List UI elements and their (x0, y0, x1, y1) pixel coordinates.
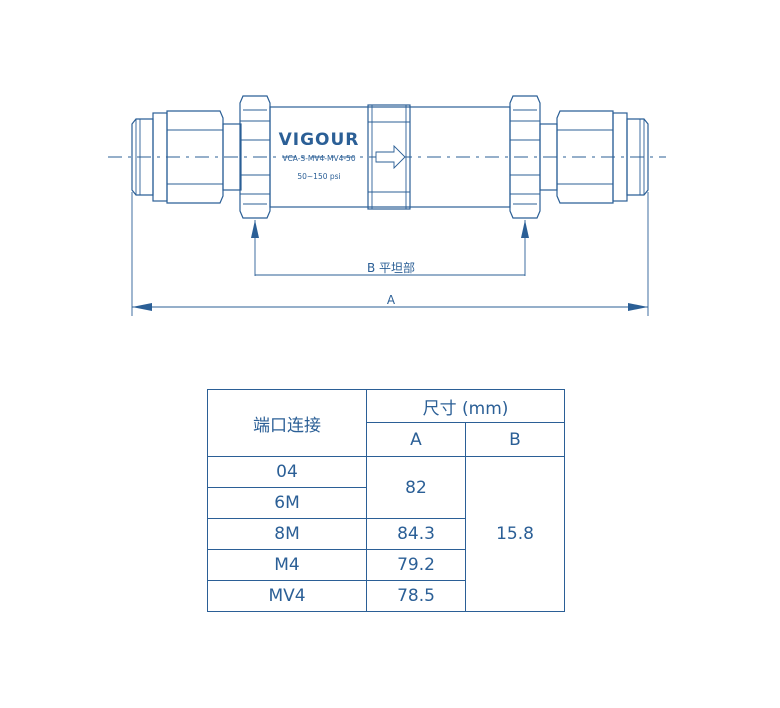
right-hex (509, 95, 541, 219)
port-header: 端口连接 (207, 389, 367, 457)
port-cell: 6M (207, 487, 367, 519)
pressure-label: 50~150 psi (297, 172, 340, 181)
table-row: 6M (207, 487, 565, 519)
dimension-table: 端口连接 尺寸 (mm) A B 04 82 15.8 6M 8M 84.3 M… (207, 389, 565, 612)
size-header: 尺寸 (mm) (366, 389, 565, 423)
b-value-cell: 15.8 (465, 456, 565, 612)
dimension-a-label: A (387, 293, 396, 307)
arrowhead-icon (521, 220, 529, 238)
col-a-header: A (366, 422, 466, 457)
dimension-b-label: B 平坦部 (367, 260, 415, 275)
valve-drawing: VIGOUR VCA-S-MV4-MV4-50 50~150 psi B 平坦部… (108, 95, 666, 316)
valve-body (269, 104, 511, 210)
a-value-cell: 79.2 (366, 549, 466, 581)
a-value-cell: 78.5 (366, 580, 466, 612)
port-cell: M4 (207, 549, 367, 581)
table-row: 04 82 15.8 (207, 456, 565, 612)
port-cell: 04 (207, 456, 367, 488)
port-cell: MV4 (207, 580, 367, 612)
a-value-cell: 84.3 (366, 518, 466, 550)
table-row: 8M 84.3 (207, 518, 565, 550)
col-b-header: B (465, 422, 565, 457)
left-end-fitting (131, 110, 242, 204)
table-row: M4 79.2 (207, 549, 565, 581)
right-end-fitting (539, 110, 649, 204)
dimension-b (251, 220, 529, 276)
brand-label: VIGOUR (279, 130, 360, 150)
arrowhead-icon (628, 303, 648, 311)
a-value-cell: 82 (366, 456, 466, 519)
flow-arrow-icon (375, 144, 406, 170)
model-label: VCA-S-MV4-MV4-50 (282, 154, 355, 163)
left-hex (239, 95, 271, 219)
arrowhead-icon (132, 303, 152, 311)
dimension-a (131, 192, 649, 316)
table-row: MV4 78.5 (207, 580, 565, 612)
arrowhead-icon (251, 220, 259, 238)
port-cell: 8M (207, 518, 367, 550)
